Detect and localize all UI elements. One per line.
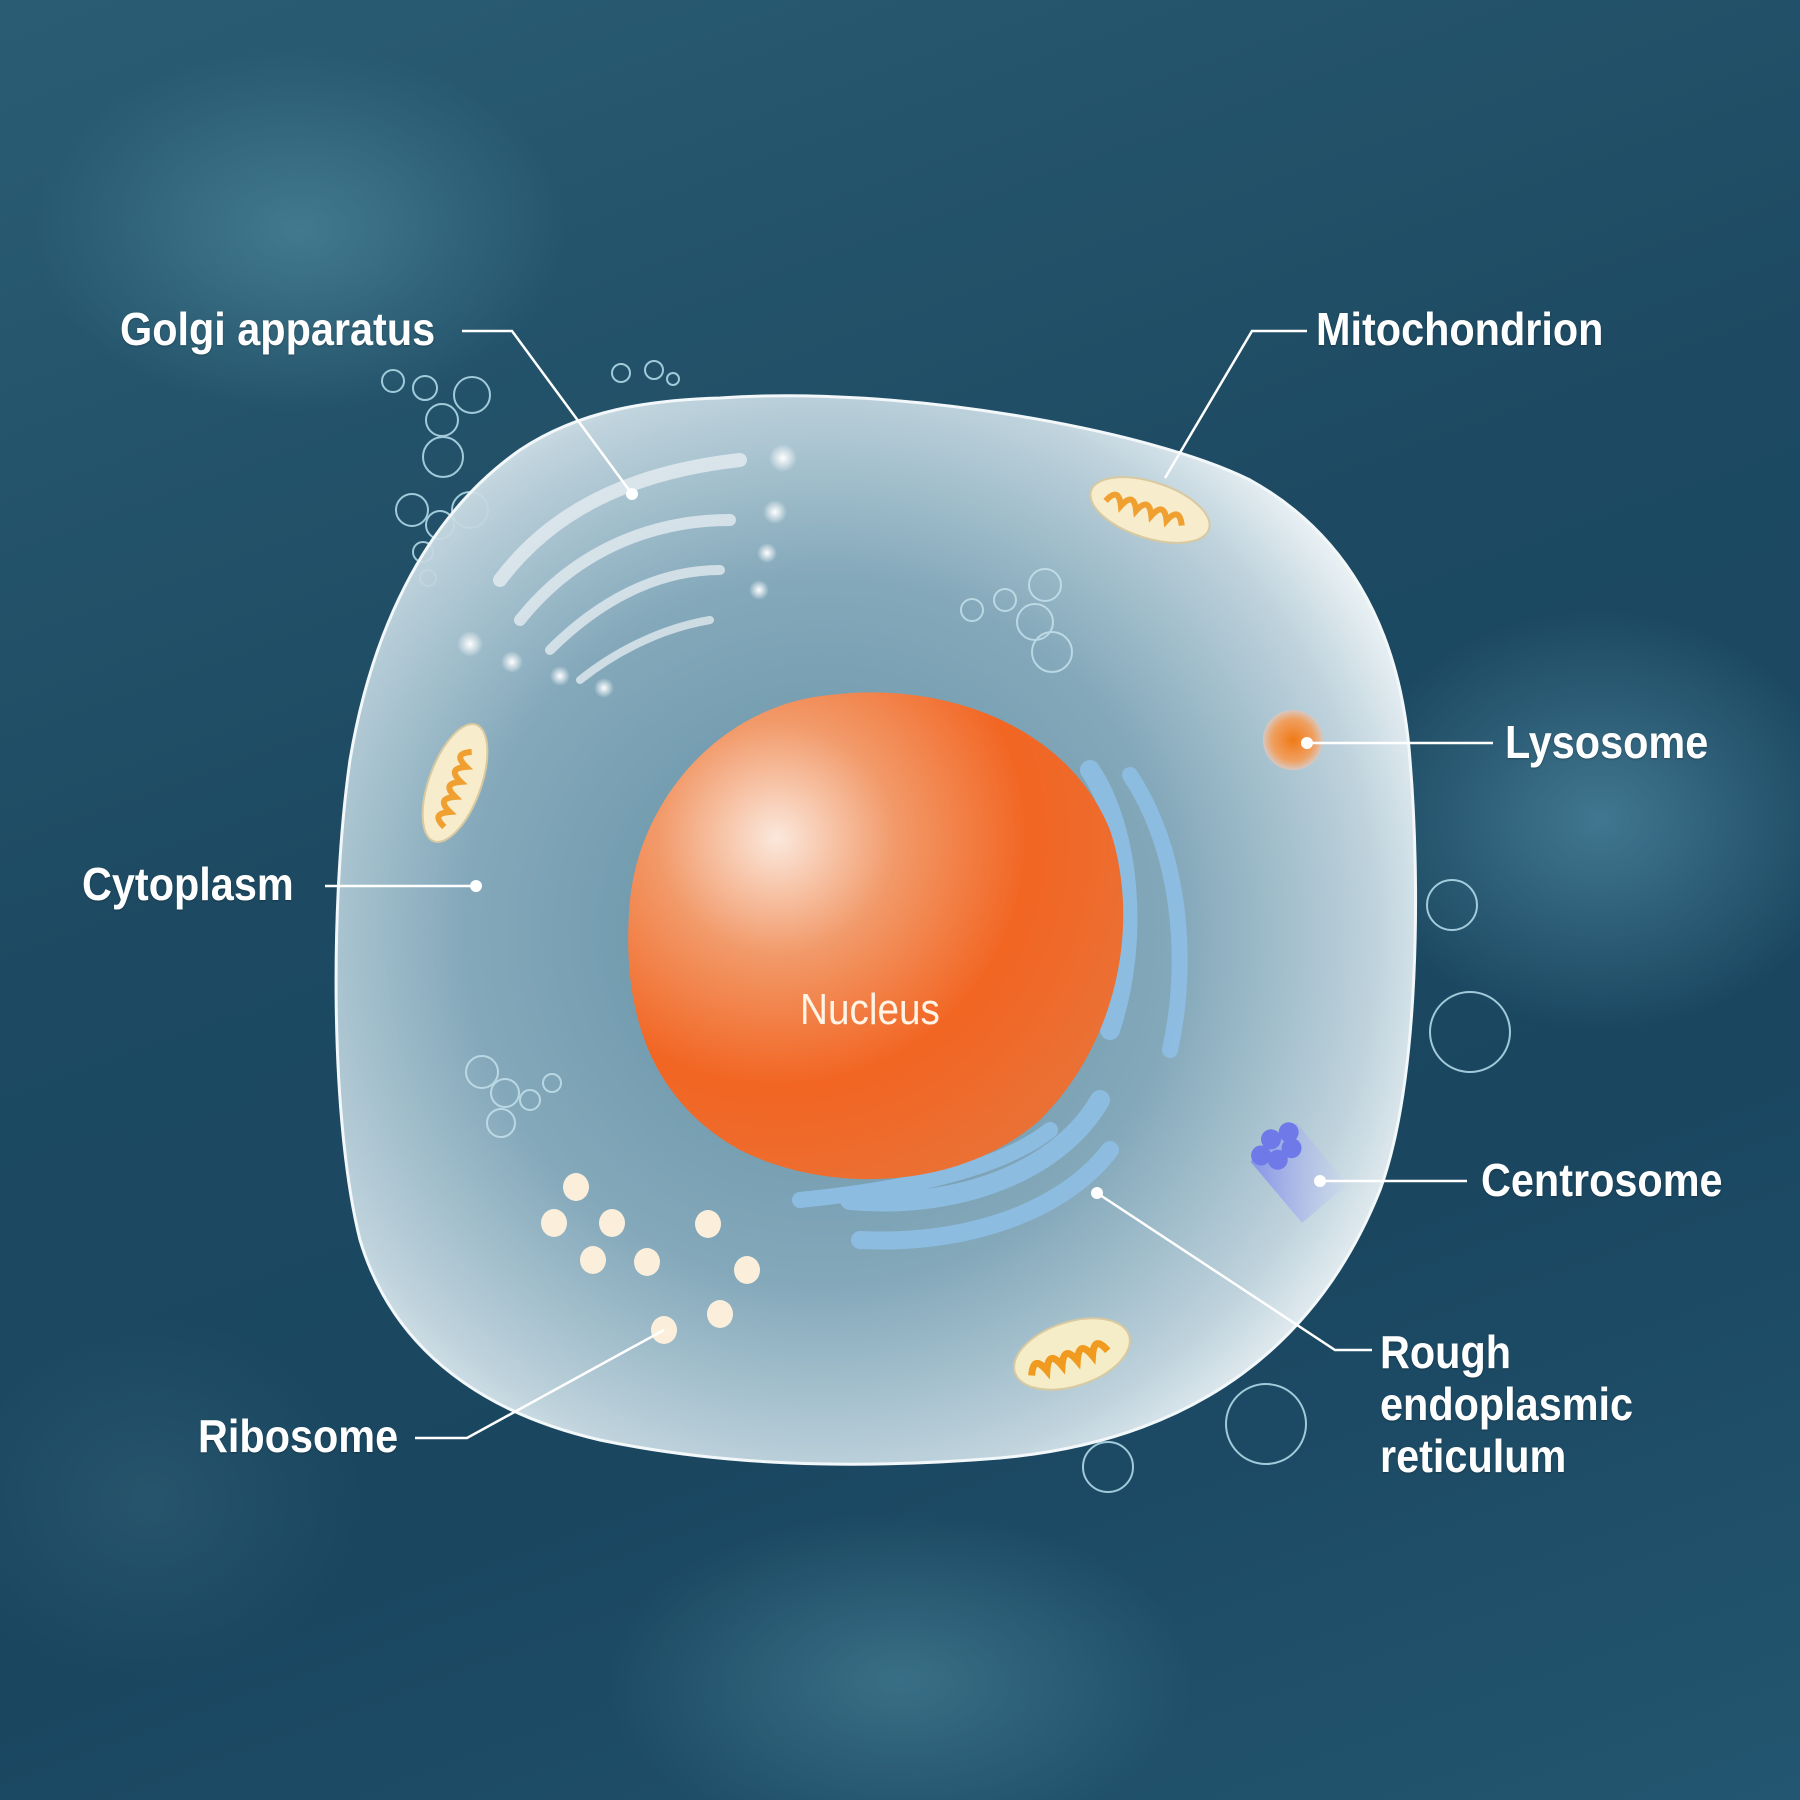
leader-lines	[325, 329, 1493, 1440]
label-golgi-apparatus: Golgi apparatus	[120, 303, 436, 355]
label-lysosome: Lysosome	[1505, 716, 1709, 768]
mitochondrion-left	[421, 723, 489, 843]
leader-dots	[470, 488, 1326, 1199]
label-mitochondrion: Mitochondrion	[1316, 303, 1604, 355]
golgi-vesicles	[457, 444, 797, 698]
mitochondrion-bottom	[1013, 1317, 1131, 1391]
lysosome	[1263, 710, 1323, 770]
label-ribosome: Ribosome	[198, 1410, 399, 1462]
cytoplasm-bubbles	[465, 568, 1073, 1138]
label-nucleus: Nucleus	[800, 985, 940, 1034]
golgi-apparatus	[493, 453, 747, 684]
label-centrosome: Centrosome	[1481, 1154, 1723, 1206]
rough-endoplasmic-reticulum	[792, 760, 1188, 1250]
nucleus	[628, 692, 1124, 1180]
label-cytoplasm: Cytoplasm	[82, 858, 294, 910]
mitochondrion-top	[1089, 476, 1211, 544]
label-rough-endoplasmic-reticulum: Rough endoplasmic reticulum	[1380, 1326, 1634, 1482]
centrosome	[1250, 1122, 1348, 1223]
